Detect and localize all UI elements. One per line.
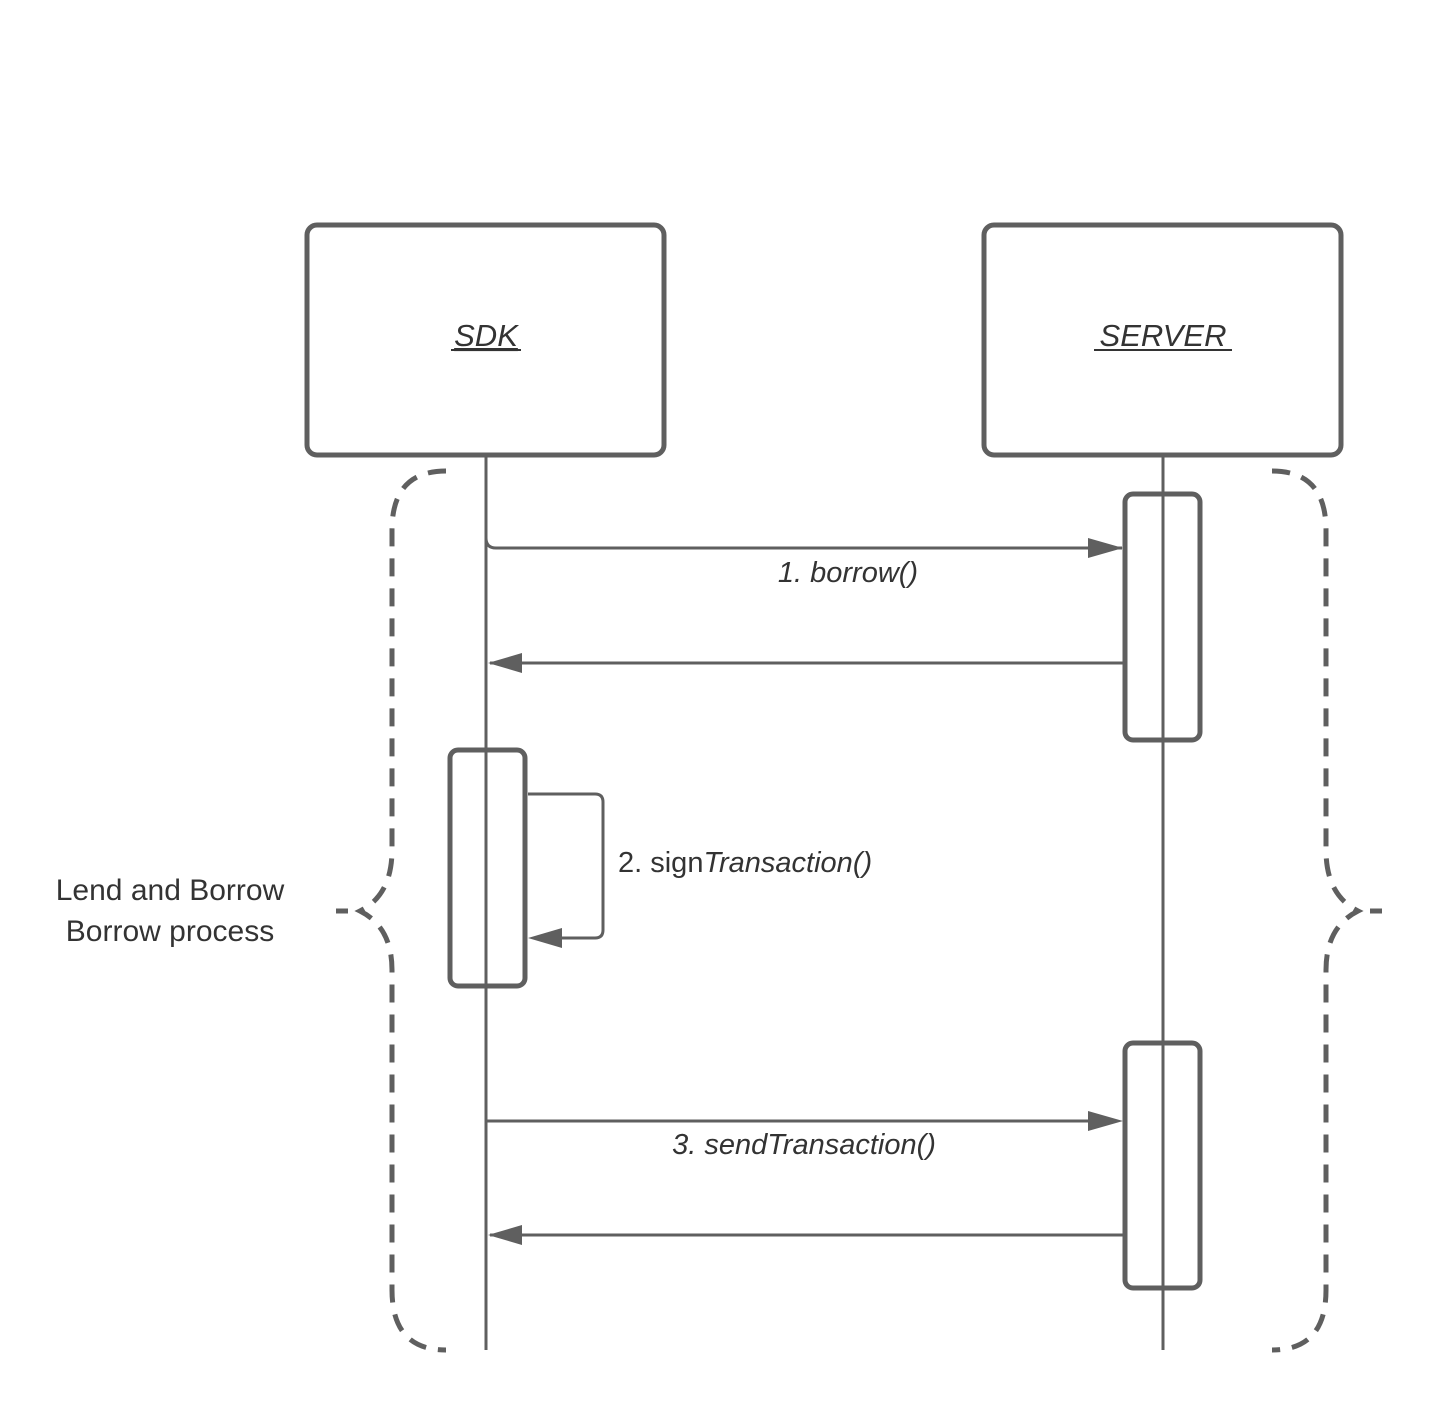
group-label-line2: Borrow process — [66, 915, 274, 948]
message-sign-transaction-label: 2. signTransaction() — [618, 847, 872, 879]
activation-server-1 — [1122, 491, 1203, 743]
group-brace-left — [354, 468, 447, 1353]
activation-sdk-2 — [447, 747, 528, 989]
message-borrow-return-arrowhead — [488, 653, 522, 673]
message-sign-transaction-arrowhead — [528, 928, 562, 948]
message-send-transaction-arrowhead — [1088, 1111, 1123, 1131]
group-label-line1: Lend and Borrow — [56, 874, 285, 907]
message-borrow-arrowhead — [1088, 538, 1123, 558]
message-send-transaction-label: 3. sendTransaction() — [672, 1129, 936, 1161]
message-send-transaction-return-arrowhead — [488, 1225, 522, 1245]
participant-server-label: SERVER — [1100, 318, 1227, 353]
participant-server[interactable]: SERVER — [981, 222, 1344, 458]
participant-sdk[interactable]: SDK — [304, 222, 667, 458]
message-sign-transaction-label-prefix: 2. sign — [618, 847, 703, 879]
participant-sdk-label: SDK — [454, 318, 519, 353]
activation-server-3 — [1122, 1040, 1203, 1291]
message-borrow-label: 1. borrow() — [778, 557, 918, 589]
message-borrow-arrow[interactable] — [484, 537, 1122, 550]
message-sign-transaction-label-italic: Transaction() — [703, 847, 872, 879]
group-brace-right — [1271, 468, 1364, 1353]
message-sign-transaction-arrow[interactable] — [528, 792, 605, 940]
